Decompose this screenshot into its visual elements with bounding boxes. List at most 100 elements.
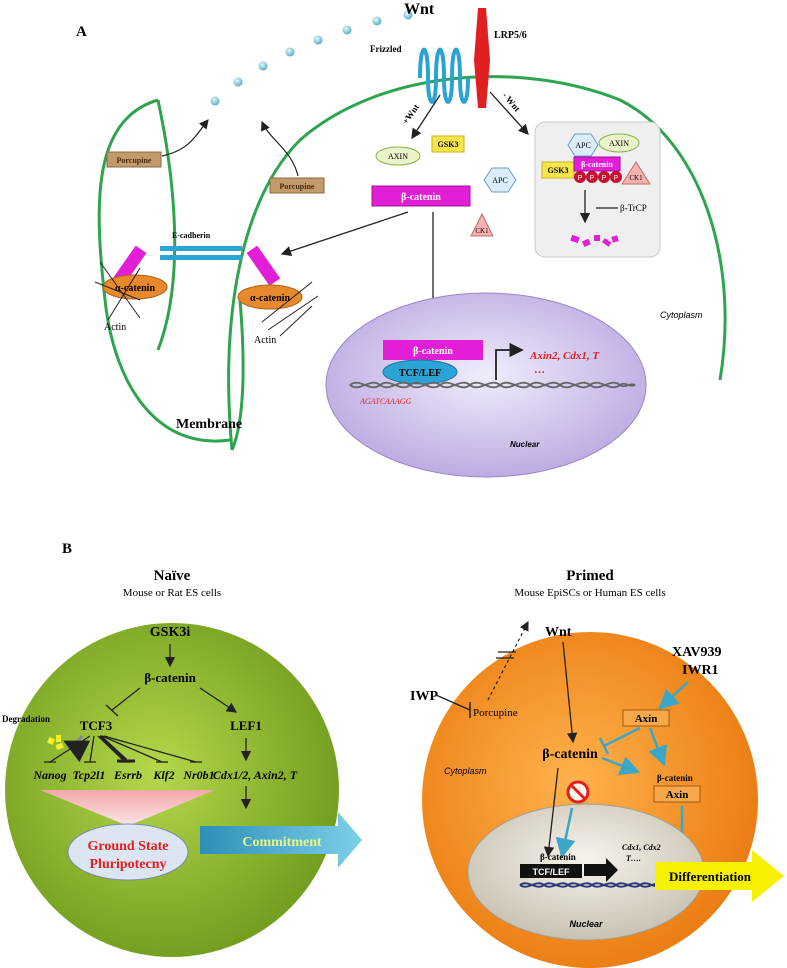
primed-title: Primed bbox=[566, 568, 614, 584]
naive-title: Naïve bbox=[154, 568, 191, 584]
e-cadherin-bar-1 bbox=[160, 246, 242, 251]
complex-beta-catenin: β-catenin bbox=[657, 773, 693, 783]
panel-a-label: A bbox=[76, 24, 87, 40]
tcf-lef-label-b: TCF/LEF bbox=[533, 867, 570, 877]
beta-catenin-junction-right bbox=[246, 245, 281, 286]
dna-helix-a bbox=[349, 381, 636, 389]
transcription-arrow-b bbox=[584, 858, 618, 882]
beta-catenin-inhibit-tcf3 bbox=[111, 687, 141, 711]
target-genes-a: Axin2, Cdx1, T bbox=[529, 350, 600, 362]
primed-porcupine-label: Porcupine bbox=[473, 707, 518, 719]
left-cell-membrane bbox=[97, 98, 231, 443]
commitment-label: Commitment bbox=[242, 835, 322, 850]
commitment-arrow bbox=[200, 812, 362, 868]
ground-state-line1: Ground State bbox=[87, 839, 168, 854]
beta-catenin-box-2 bbox=[573, 156, 621, 172]
beta-catenin-label: β-catenin bbox=[401, 192, 441, 203]
nuclear-label-a: Nuclear bbox=[510, 440, 540, 449]
tcf3-label: TCF3 bbox=[80, 718, 113, 733]
esrrb-thick-inhibit bbox=[98, 734, 128, 762]
axin-ellipse-2 bbox=[598, 133, 640, 153]
naive-target-genes: Cdx1/2, Axin2, T bbox=[213, 768, 298, 782]
iwp-inhibit-line bbox=[435, 694, 471, 711]
frizzled-receptor bbox=[418, 47, 470, 104]
dna-sequence: AGATCAAAGG bbox=[359, 397, 411, 406]
gene-nr0b1: Nr0b1 bbox=[182, 768, 214, 782]
p-label-4: P bbox=[614, 175, 619, 182]
membrane-label: Membrane bbox=[176, 417, 242, 432]
gsk3-box bbox=[431, 135, 465, 153]
phospho-circles bbox=[574, 171, 622, 183]
wnt-ligand-dots bbox=[210, 10, 413, 106]
axin-to-complex-arrow bbox=[648, 727, 667, 767]
axin-ellipse bbox=[375, 146, 421, 166]
minus-wnt-arrow bbox=[489, 91, 529, 135]
primed-targets-line1: Cdx1, Cdx2 bbox=[622, 843, 661, 852]
right-cell-membrane-2 bbox=[230, 299, 245, 451]
frizzled-label: Frizzled bbox=[370, 44, 401, 54]
primed-subtitle: Mouse EpiSCs or Human ES cells bbox=[514, 587, 665, 599]
gene-esrrb: Esrrb bbox=[113, 768, 142, 782]
alpha-catenin-left bbox=[102, 274, 168, 300]
degraded-tcf3-fragments bbox=[47, 735, 64, 750]
gsk3-label: GSK3 bbox=[438, 140, 459, 149]
actin-label-left: Actin bbox=[104, 322, 126, 333]
prohibited-icon bbox=[566, 780, 590, 804]
porcupine-arrow-left bbox=[161, 119, 209, 157]
pluripotency-triangle bbox=[40, 790, 215, 826]
axin-box-complex bbox=[653, 785, 701, 803]
degraded-fragments bbox=[570, 234, 619, 247]
ground-state-ellipse bbox=[67, 823, 189, 881]
primed-targets-line2: T…. bbox=[626, 854, 641, 863]
porcupine-dashed-arrow bbox=[487, 620, 529, 701]
panel-b-label: B bbox=[62, 541, 72, 557]
primed-beta-catenin: β-catenin bbox=[542, 747, 598, 762]
beta-catenin-to-nucleus-b bbox=[543, 767, 559, 858]
naive-beta-catenin: β-catenin bbox=[144, 670, 196, 685]
nuclear-label-b: Nuclear bbox=[569, 919, 603, 929]
nuclear-beta-catenin-b: β-catenin bbox=[540, 852, 576, 862]
btrcp-label: β-TrCP bbox=[620, 203, 647, 213]
apc-hexagon bbox=[483, 167, 517, 193]
e-cadherin-bar-2 bbox=[160, 255, 242, 260]
axin-label: AXIN bbox=[388, 152, 408, 161]
wnt-to-beta-catenin-arrow bbox=[562, 641, 578, 744]
ellipsis-a: … bbox=[534, 364, 545, 376]
gene-tcp2l1: Tcp2l1 bbox=[73, 768, 106, 782]
differentiation-label: Differentiation bbox=[669, 869, 752, 884]
actin-filaments-right bbox=[261, 281, 319, 337]
dna-helix-b bbox=[519, 882, 665, 888]
naive-subtitle: Mouse or Rat ES cells bbox=[123, 587, 221, 599]
beta-catenin-label-2: β-catenin bbox=[581, 160, 613, 169]
lrp-receptor bbox=[474, 8, 490, 108]
actin-label-right: Actin bbox=[254, 335, 276, 346]
plus-wnt-arrow bbox=[411, 94, 441, 140]
beta-catenin-nuclear-box bbox=[383, 340, 483, 360]
transcription-arrow-a bbox=[495, 342, 524, 380]
xav939-label: XAV939 bbox=[672, 645, 722, 660]
axin-label-top: Axin bbox=[635, 713, 658, 725]
porcupine-box-right bbox=[269, 177, 325, 194]
gsk3-label-2: GSK3 bbox=[548, 166, 569, 175]
tcf-lef-box-b bbox=[520, 864, 582, 878]
p-label-1: P bbox=[578, 175, 583, 182]
axin-inhibit-bar bbox=[598, 737, 610, 755]
axin-box-top bbox=[622, 709, 670, 727]
p-label-3: P bbox=[602, 175, 607, 182]
xav-to-axin-arrow bbox=[658, 681, 689, 710]
degradation-label: Degradation bbox=[2, 714, 50, 724]
axin-label-complex: Axin bbox=[666, 789, 689, 801]
minus-wnt-label: - Wnt bbox=[501, 90, 523, 113]
beta-catenin-to-lef1 bbox=[199, 687, 238, 713]
porcupine-label-right: Porcupine bbox=[280, 182, 315, 191]
left-cell-membrane-2 bbox=[156, 99, 177, 351]
porcupine-label-left: Porcupine bbox=[117, 156, 152, 165]
ck1-label-2: CK1 bbox=[629, 174, 643, 182]
porcupine-box-left bbox=[106, 151, 162, 168]
cytoplasm-label: Cytoplasm bbox=[660, 310, 703, 320]
p-label-2: P bbox=[590, 175, 595, 182]
porcupine-arrow-right bbox=[261, 120, 299, 177]
differentiation-arrow bbox=[655, 850, 784, 902]
ground-state-line2: Pluripotecny bbox=[90, 857, 167, 872]
